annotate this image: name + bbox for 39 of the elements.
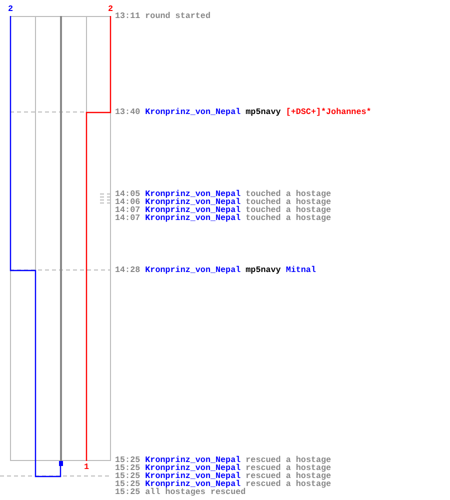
player-name: Kronprinz_von_Nepal: [145, 190, 241, 198]
timestamp: 14:06: [115, 198, 140, 206]
player-name: Kronprinz_von_Nepal: [145, 214, 241, 222]
event-text: rescued a hostage: [246, 456, 332, 464]
team-count: 2: [8, 5, 14, 13]
player-name: Kronprinz_von_Nepal: [145, 456, 241, 464]
team-count: 1: [84, 463, 90, 471]
timestamp: 15:25: [115, 456, 140, 464]
event-text: touched a hostage: [246, 214, 332, 222]
team-count: 2: [108, 5, 114, 13]
event-text: touched a hostage: [246, 198, 332, 206]
timestamp: 14:28: [115, 266, 140, 274]
player-name: Kronprinz_von_Nepal: [145, 108, 241, 116]
event-text: rescued a hostage: [246, 480, 332, 488]
weapon-name: mp5navy: [246, 266, 281, 274]
timestamp: 15:25: [115, 480, 140, 488]
event-text: rescued a hostage: [246, 464, 332, 472]
player-name: Kronprinz_von_Nepal: [145, 266, 241, 274]
timestamp: 13:11: [115, 12, 140, 20]
event-text: touched a hostage: [246, 190, 332, 198]
timestamp: 14:07: [115, 214, 140, 222]
timestamp: 13:40: [115, 108, 140, 116]
event-text: touched a hostage: [246, 206, 332, 214]
player-name: Kronprinz_von_Nepal: [145, 480, 241, 488]
timestamp: 15:25: [115, 472, 140, 480]
player-name: Kronprinz_von_Nepal: [145, 198, 241, 206]
player-name: Kronprinz_von_Nepal: [145, 464, 241, 472]
event-text: round started: [145, 12, 210, 20]
weapon-name: mp5navy: [246, 108, 281, 116]
event-text: all hostages rescued: [145, 488, 246, 496]
player-name: Mitnal: [286, 266, 316, 274]
event-text: rescued a hostage: [246, 472, 332, 480]
timestamp: 14:07: [115, 206, 140, 214]
player-name: Kronprinz_von_Nepal: [145, 472, 241, 480]
timestamp: 15:25: [115, 488, 140, 496]
player-name: Kronprinz_von_Nepal: [145, 206, 241, 214]
timestamp: 15:25: [115, 464, 140, 472]
timestamp: 14:05: [115, 190, 140, 198]
player-name: [+DSC+]*Johannes*: [286, 108, 372, 116]
